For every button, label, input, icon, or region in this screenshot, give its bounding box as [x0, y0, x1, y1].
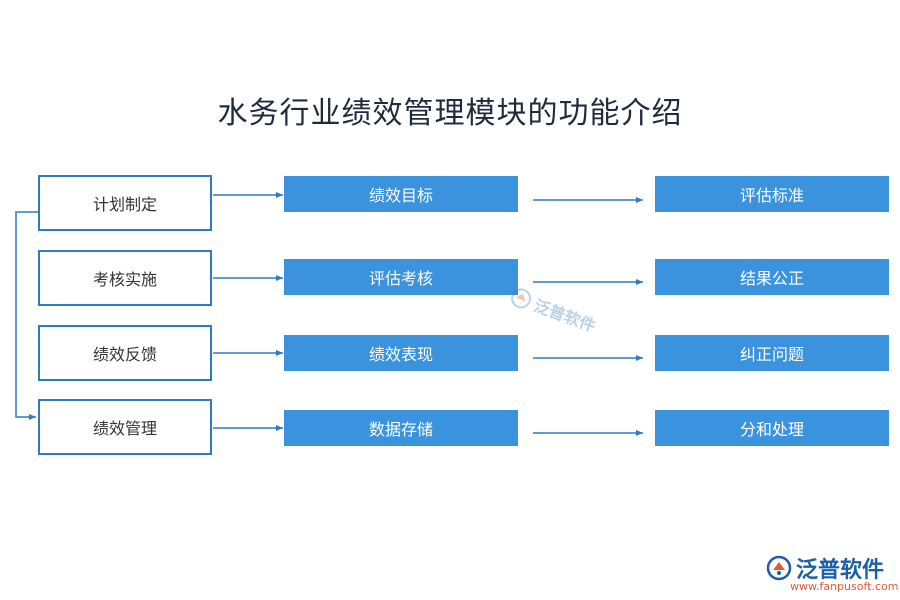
- watermark-logo-icon: [511, 288, 532, 309]
- brand-logo: 泛普软件: [766, 552, 884, 584]
- brand-logo-icon: [766, 555, 792, 581]
- left-box-feedback: 绩效反馈: [38, 325, 212, 381]
- right-box-standards: 评估标准: [655, 176, 889, 212]
- mid-box-performance: 绩效表现: [284, 335, 518, 371]
- mid-box-storage: 数据存储: [284, 410, 518, 446]
- brand-logo-text: 泛普软件: [796, 558, 885, 583]
- brand-url: www.fanpusoft.com: [790, 580, 899, 593]
- mid-box-evaluation: 评估考核: [284, 259, 518, 295]
- left-box-plan: 计划制定: [38, 175, 212, 231]
- mid-box-goals: 绩效目标: [284, 176, 518, 212]
- watermark: 泛普软件: [507, 283, 600, 336]
- feedback-bracket-line: [15, 211, 38, 420]
- right-box-fairness: 结果公正: [655, 259, 889, 295]
- right-box-processing: 分和处理: [655, 410, 889, 446]
- left-box-management: 绩效管理: [38, 399, 212, 455]
- right-box-correction: 纠正问题: [655, 335, 889, 371]
- diagram-title: 水务行业绩效管理模块的功能介绍: [217, 96, 683, 131]
- left-box-assessment: 考核实施: [38, 250, 212, 306]
